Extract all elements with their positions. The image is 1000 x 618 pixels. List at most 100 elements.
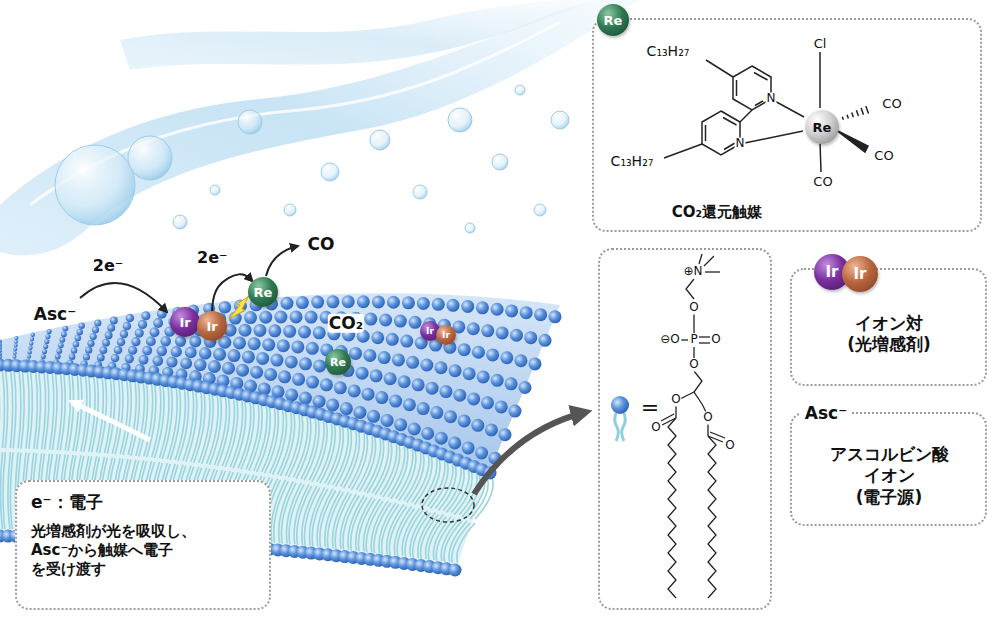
lipid-tail	[60, 375, 65, 451]
water-bubble	[173, 215, 187, 229]
lipid-structure	[693, 314, 694, 333]
lipid-tail	[254, 406, 267, 471]
atom-label: N	[766, 92, 777, 105]
lipid-head	[387, 296, 400, 309]
lipid-head	[14, 340, 18, 344]
note-panel: e⁻：電子光増感剤が光を吸収し、 Asc⁻から触媒へ電子 を受け渡す	[15, 480, 271, 610]
atom-label: O	[688, 358, 699, 371]
lipid-head	[357, 295, 370, 308]
water-bubble	[284, 204, 296, 216]
lipid-head	[189, 336, 201, 348]
lipid-head	[41, 354, 46, 359]
lipid-head	[83, 353, 90, 360]
chemical-structure	[723, 118, 737, 126]
lipid-head	[12, 355, 16, 359]
lipid-head	[444, 410, 457, 423]
lipid-head	[291, 340, 304, 353]
equals-sign: =	[641, 394, 659, 422]
panel-heading: Asc⁻	[801, 403, 851, 424]
lipid-head	[520, 306, 533, 319]
lipid-structure	[699, 342, 710, 343]
water-bubble	[448, 108, 472, 132]
lipid-tail	[123, 382, 131, 455]
lipid-tail	[18, 372, 21, 449]
lipid-head	[219, 301, 232, 314]
lipid-head	[75, 335, 81, 341]
lipid-head	[384, 372, 397, 385]
lipid-tail	[257, 408, 270, 472]
atom-label: N	[735, 137, 746, 150]
lipid-tail	[202, 395, 214, 464]
lipid-tail	[280, 414, 294, 476]
lipid-tail	[3, 452, 5, 529]
water-bubble	[551, 111, 569, 129]
ligand-label: Cl	[814, 37, 827, 51]
lipid-head	[500, 351, 513, 364]
chemical-structure	[820, 142, 821, 172]
lipid-head	[171, 346, 182, 357]
lipid-head	[185, 346, 197, 358]
lipid-tail	[107, 380, 114, 454]
lipid-head	[453, 389, 466, 402]
lipid-head	[505, 377, 518, 390]
lipid-head	[71, 347, 77, 353]
lipid-head	[519, 381, 532, 394]
lipid-tail	[52, 374, 57, 450]
lipid-head	[461, 300, 474, 313]
alkyl-group: C₁₃H₂₇	[611, 154, 654, 169]
lipid-head	[139, 355, 149, 365]
ligand-label: CO	[882, 97, 901, 111]
lipid-head	[153, 356, 164, 367]
ligand-label: CO	[874, 149, 893, 163]
lipid-head	[131, 337, 140, 346]
atom-symbol: Ir	[179, 316, 190, 329]
lipid-head	[449, 364, 462, 377]
lipid-head	[87, 340, 94, 347]
lipid-head	[250, 366, 263, 379]
atom-symbol: Re	[330, 357, 346, 368]
photosensitizer-sphere: Ir	[436, 325, 456, 345]
lipid-head	[274, 310, 287, 323]
lipid-head	[31, 333, 35, 337]
lipid-tail	[21, 372, 24, 449]
lipid-head	[142, 346, 152, 356]
lipid-structure	[661, 414, 674, 421]
water-bubble	[413, 185, 427, 199]
lipid-structure	[699, 336, 710, 337]
reaction-arrow	[266, 246, 298, 276]
lipid-head	[398, 375, 411, 388]
lipid-structure	[694, 371, 702, 404]
lipid-head	[372, 295, 385, 308]
iridium-icon: Ir	[842, 256, 878, 292]
lipid-head	[175, 336, 186, 347]
lipid-head	[447, 299, 460, 312]
lipid-head	[364, 313, 377, 326]
lipid-tail	[29, 372, 33, 448]
atom-label: P	[689, 333, 698, 346]
lipid-head	[298, 326, 311, 339]
lipid-head	[283, 325, 296, 338]
lipid-tail	[128, 382, 136, 455]
lipid-tail	[265, 410, 279, 474]
lipid-head	[381, 414, 394, 427]
lipid-head	[262, 338, 275, 351]
catalyst-sphere: Re	[325, 349, 351, 375]
lipid-tail	[3, 371, 5, 448]
lipid-head	[306, 376, 319, 389]
lipid-head	[28, 346, 32, 350]
lipid-head	[510, 329, 523, 342]
lipid-tail	[175, 389, 185, 460]
lipid-tail	[241, 404, 254, 470]
lipid-head	[268, 324, 281, 337]
lipid-head	[141, 311, 150, 320]
chemical-structure	[836, 130, 868, 152]
reaction-arrow	[80, 283, 167, 312]
lipid-head	[353, 406, 366, 419]
chemical-structure	[740, 131, 803, 144]
lipid-head	[0, 359, 497, 480]
lipid-head	[14, 344, 18, 348]
chemical-structure	[664, 52, 868, 172]
lipid-head	[448, 436, 461, 449]
lipid-tail	[84, 377, 90, 452]
